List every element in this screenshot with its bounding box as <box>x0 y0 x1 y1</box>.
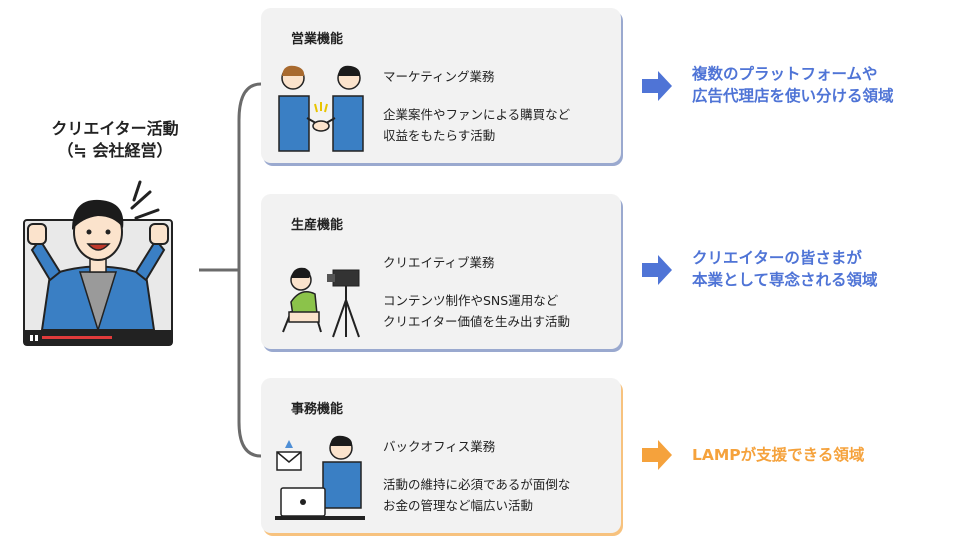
result-text-production: クリエイターの皆さまが 本業として専念される領域 <box>692 249 878 289</box>
function-card-sales: 営業機能 マーケティング業務 企業案件やファンによる購買など 収益をもたらす活動 <box>261 8 621 163</box>
main-title: クリエイター活動 （≒ 会社経営） <box>10 118 220 162</box>
card-description: コンテンツ制作やSNS運用など クリエイター価値を生み出す活動 <box>383 293 571 329</box>
video-camera-illustration <box>282 267 360 338</box>
card-description: 活動の維持に必須であるが面倒な お金の管理など幅広い活動 <box>383 477 571 513</box>
result-text-office: LAMPが支援できる領域 <box>692 446 865 464</box>
arrow-right-icon <box>642 255 672 285</box>
result-text-sales: 複数のプラットフォームや 広告代理店を使い分ける領域 <box>692 65 894 105</box>
card-description: 企業案件やファンによる購買など 収益をもたらす活動 <box>383 107 571 143</box>
handshake-illustration <box>278 65 364 152</box>
card-subtitle: マーケティング業務 <box>383 69 495 84</box>
function-card-production: 生産機能 クリエイティブ業務 コンテンツ制作やSNS運用など クリエイター価値を… <box>261 194 621 349</box>
main-title-line2: （≒ 会社経営） <box>57 141 173 160</box>
card-title: 生産機能 <box>291 218 344 233</box>
creator-illustration <box>23 180 173 346</box>
card-subtitle: バックオフィス業務 <box>383 439 496 454</box>
function-card-office: 事務機能 バックオフィス業務 活動の維持に必須であるが面倒な お金の管理など幅広… <box>261 378 621 533</box>
card-title: 事務機能 <box>291 402 344 417</box>
main-title-line1: クリエイター活動 <box>51 119 179 138</box>
card-subtitle: クリエイティブ業務 <box>383 255 495 270</box>
arrow-right-icon <box>642 71 672 101</box>
arrow-right-icon <box>642 440 672 470</box>
laptop-mail-illustration <box>275 435 365 520</box>
bracket-connector <box>199 82 262 458</box>
card-title: 営業機能 <box>291 32 344 47</box>
